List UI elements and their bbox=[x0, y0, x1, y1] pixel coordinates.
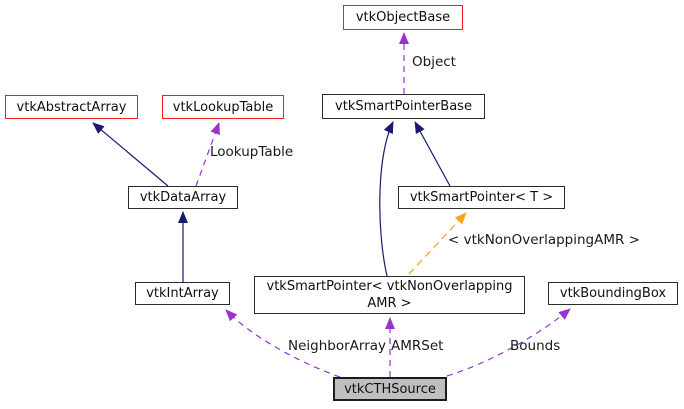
node-vtkLookupTable[interactable]: vtkLookupTable bbox=[162, 95, 284, 119]
node-vtkAbstractArray[interactable]: vtkAbstractArray bbox=[5, 95, 138, 119]
edge-label-lookuptable: LookupTable bbox=[210, 144, 294, 160]
edge-label-template-args: < vtkNonOverlappingAMR > bbox=[448, 232, 640, 248]
node-vtkCTHSource-current: vtkCTHSource bbox=[333, 377, 447, 401]
node-vtkSmartPointer-vtkNonOverlappingAMR[interactable]: vtkSmartPointer< vtkNonOverlapping AMR > bbox=[254, 276, 525, 314]
node-vtkIntArray[interactable]: vtkIntArray bbox=[135, 282, 230, 305]
node-vtkDataArray[interactable]: vtkDataArray bbox=[128, 186, 238, 209]
edge-label-bounds: Bounds bbox=[510, 338, 561, 354]
node-vtkSmartPointerBase[interactable]: vtkSmartPointerBase bbox=[322, 94, 485, 119]
edge-label-amrset: AMRSet bbox=[391, 338, 444, 354]
node-vtkBoundingBox[interactable]: vtkBoundingBox bbox=[548, 282, 678, 305]
node-vtkObjectBase[interactable]: vtkObjectBase bbox=[343, 5, 463, 30]
edge-label-object: Object bbox=[412, 54, 456, 70]
node-vtkSmartPointer-T[interactable]: vtkSmartPointer< T > bbox=[398, 186, 565, 209]
edge-label-neighborarray: NeighborArray bbox=[288, 338, 387, 354]
